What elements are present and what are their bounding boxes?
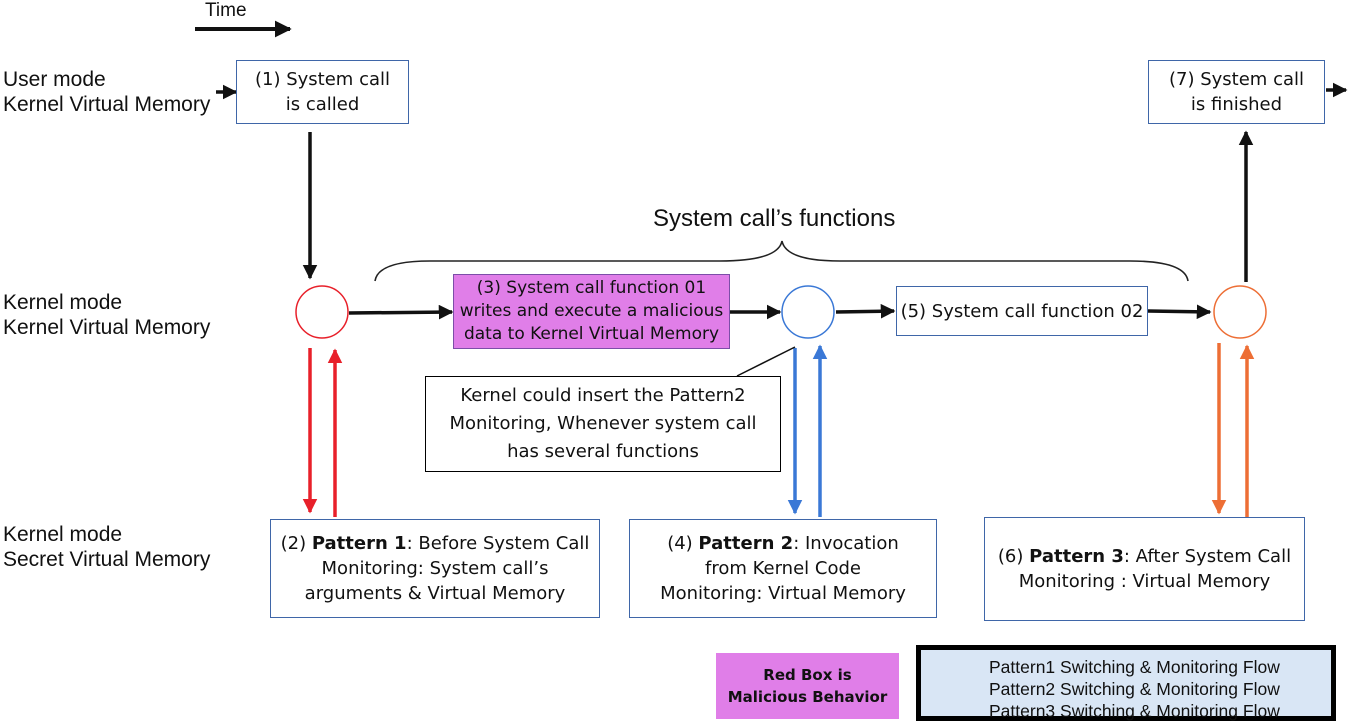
step-4-prefix: (4) (667, 533, 699, 554)
lane-label-user: User mode Kernel Virtual Memory (3, 67, 210, 117)
legend-label-pattern2: Pattern2 Switching & Monitoring Flow (989, 679, 1280, 699)
pattern2-note: Kernel could insert the Pattern2 Monitor… (425, 376, 781, 472)
switch-point-1 (295, 285, 349, 339)
lane-secret-line1: Kernel mode (3, 523, 123, 546)
functions-label: System call’s functions (653, 205, 896, 232)
note-connector (736, 346, 796, 377)
malicious-legend-line1: Red Box is (763, 666, 852, 684)
step-4-pattern-name: Pattern 2 (698, 533, 794, 554)
step-6-pattern-name: Pattern 3 (1029, 546, 1124, 567)
legend-item-pattern1: Pattern1 Switching & Monitoring Flow (921, 656, 1331, 678)
step-2-prefix: (2) (280, 533, 312, 554)
flow-arrow-3 (835, 303, 896, 319)
legend-item-pattern3: Pattern3 Switching & Monitoring Flow (921, 700, 1331, 722)
lane-label-secret: Kernel mode Secret Virtual Memory (3, 522, 210, 572)
step-5-function-02: (5) System call function 02 (896, 286, 1148, 336)
flow-legend: Pattern1 Switching & Monitoring Flow Pat… (916, 645, 1336, 721)
step-6-description: : After System Call Monitoring : Virtual… (1018, 546, 1292, 592)
legend-label-pattern3: Pattern3 Switching & Monitoring Flow (989, 701, 1280, 721)
step-2-pattern-1: (2) Pattern 1: Before System Call Monito… (270, 519, 600, 618)
step-4-description: : Invocation from Kernel Code Monitoring… (660, 533, 906, 604)
step-7-syscall-finished: (7) System call is finished (1148, 60, 1325, 124)
step-1-text: (1) System call is called (255, 69, 390, 115)
malicious-legend-box: Red Box is Malicious Behavior (716, 653, 899, 719)
legend-label-pattern1: Pattern1 Switching & Monitoring Flow (989, 657, 1280, 677)
step-7-text: (7) System call is finished (1169, 69, 1304, 115)
step-2-text: (2) Pattern 1: Before System Call Monito… (281, 531, 590, 606)
step-2-pattern-name: Pattern 1 (311, 533, 407, 554)
step-5-text: (5) System call function 02 (900, 300, 1144, 322)
lane-kernel-line1: Kernel mode (3, 291, 123, 314)
switch-point-3 (1213, 285, 1267, 339)
switch-point-2 (781, 285, 835, 339)
flow-arrow-1 (348, 304, 454, 320)
lane-secret-line2: Secret Virtual Memory (3, 548, 211, 571)
lane-kernel-line2: Kernel Virtual Memory (3, 316, 211, 339)
step-6-text: (6) Pattern 3: After System Call Monitor… (998, 544, 1291, 594)
step-1-syscall-called: (1) System call is called (236, 60, 409, 124)
flow-arrow-4 (1147, 304, 1212, 320)
time-label: Time (205, 0, 247, 21)
step-4-pattern-2: (4) Pattern 2: Invocation from Kernel Co… (629, 519, 937, 618)
step-3-text: (3) System call function 01 writes and e… (459, 278, 724, 344)
step-2-description: : Before System Call Monitoring: System … (304, 533, 590, 604)
step-3-malicious-function: (3) System call function 01 writes and e… (453, 274, 730, 349)
step-6-pattern-3: (6) Pattern 3: After System Call Monitor… (984, 517, 1305, 621)
malicious-legend-line2: Malicious Behavior (727, 688, 888, 706)
functions-brace (374, 240, 1189, 282)
lane-user-line2: Kernel Virtual Memory (3, 93, 211, 116)
lane-label-kernel: Kernel mode Kernel Virtual Memory (3, 290, 210, 340)
lane-user-line1: User mode (3, 68, 106, 91)
step-6-prefix: (6) (997, 546, 1030, 567)
step-4-text: (4) Pattern 2: Invocation from Kernel Co… (660, 531, 906, 606)
pattern2-note-text: Kernel could insert the Pattern2 Monitor… (449, 385, 757, 462)
legend-item-pattern2: Pattern2 Switching & Monitoring Flow (921, 678, 1331, 700)
